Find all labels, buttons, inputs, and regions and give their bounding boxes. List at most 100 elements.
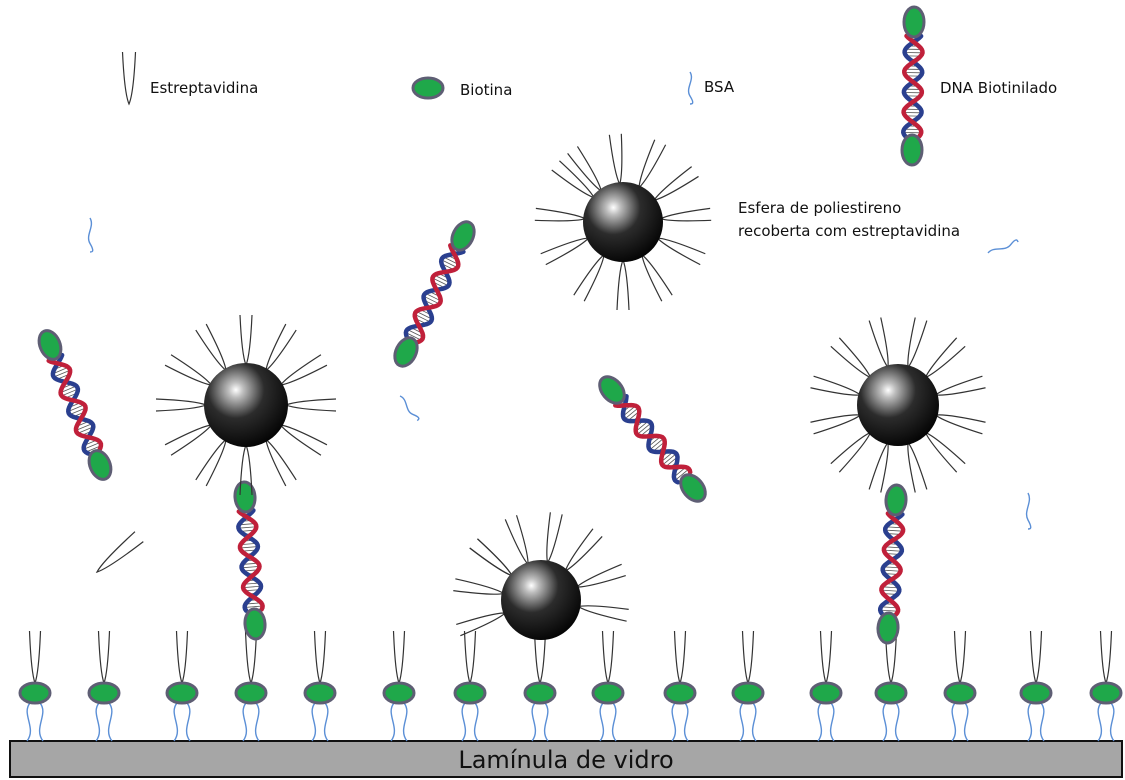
streptavidin-icon bbox=[165, 425, 211, 455]
streptavidin-icon bbox=[465, 631, 476, 683]
surface-layer bbox=[20, 631, 1121, 741]
bsa-linker bbox=[391, 703, 394, 741]
streptavidin-icon bbox=[541, 238, 589, 265]
streptavidin-icon bbox=[123, 52, 136, 104]
bead-sphere bbox=[204, 363, 288, 447]
bsa-linker bbox=[883, 703, 886, 741]
polystyrene-bead-icon bbox=[535, 134, 711, 310]
bead-sphere bbox=[857, 364, 939, 446]
streptavidin-icon bbox=[831, 433, 871, 473]
bsa-linker bbox=[174, 703, 177, 741]
streptavidin-icon bbox=[156, 399, 206, 411]
streptavidin-icon bbox=[453, 579, 503, 594]
streptavidin-icon bbox=[97, 532, 143, 572]
bead-label: Esfera de poliestireno recoberta com est… bbox=[738, 199, 960, 240]
biotin-icon bbox=[593, 683, 623, 703]
dna-base-pair bbox=[243, 586, 261, 587]
bsa-icon bbox=[689, 72, 693, 104]
legend-estreptavidina-label: Estreptavidina bbox=[150, 79, 258, 97]
streptavidin-icon bbox=[926, 433, 966, 473]
streptavidin-icon bbox=[177, 631, 188, 683]
streptavidin-icon bbox=[281, 355, 327, 385]
bsa-linker bbox=[545, 703, 548, 741]
bsa-icon bbox=[89, 218, 93, 252]
bsa-linker bbox=[952, 703, 955, 741]
biotin-icon bbox=[1021, 683, 1051, 703]
biotinylated-dna-icon bbox=[234, 481, 266, 639]
legend-biotina-label: Biotina bbox=[460, 81, 512, 99]
biotinylated-dna-icon bbox=[35, 327, 115, 482]
bsa-linker bbox=[40, 703, 43, 741]
glass-slide-label: Lamínula de vidro bbox=[458, 746, 673, 774]
polystyrene-bead-icon bbox=[156, 315, 336, 495]
bsa-linker bbox=[462, 703, 465, 741]
streptavidin-icon bbox=[240, 315, 252, 365]
streptavidin-icon bbox=[654, 167, 698, 201]
streptavidin-icon bbox=[578, 606, 628, 621]
bsa-linker bbox=[1028, 703, 1031, 741]
bsa-linker bbox=[896, 703, 899, 741]
streptavidin-icon bbox=[196, 324, 226, 370]
streptavidin-icon bbox=[565, 529, 602, 571]
biotin-icon bbox=[20, 683, 50, 703]
streptavidin-icon bbox=[869, 443, 888, 493]
streptavidin-icon bbox=[99, 631, 110, 683]
streptavidin-icon bbox=[266, 440, 296, 486]
biotin-icon bbox=[811, 683, 841, 703]
biotin-icon bbox=[89, 683, 119, 703]
biotin-icon bbox=[902, 135, 922, 165]
bead-label-line1: Esfera de poliestireno bbox=[738, 199, 901, 217]
streptavidin-icon bbox=[810, 376, 860, 395]
biotin-icon bbox=[236, 683, 266, 703]
streptavidin-icon bbox=[926, 338, 966, 378]
streptavidin-icon bbox=[1031, 631, 1042, 683]
polystyrene-bead-icon bbox=[453, 512, 628, 640]
streptavidin-icon bbox=[642, 255, 672, 301]
streptavidin-icon bbox=[568, 146, 602, 190]
streptavidin-icon bbox=[908, 443, 927, 493]
biotin-icon bbox=[244, 608, 266, 639]
bsa-linker bbox=[256, 703, 259, 741]
streptavidin-icon bbox=[908, 317, 927, 367]
polystyrene-bead-icon bbox=[810, 317, 985, 492]
streptavidin-icon bbox=[831, 338, 871, 378]
biotinylated-dna-icon bbox=[902, 7, 924, 165]
bsa-linker bbox=[1098, 703, 1101, 741]
bsa-linker bbox=[672, 703, 675, 741]
legend-dna-label: DNA Biotinilado bbox=[940, 79, 1057, 97]
bsa-linker bbox=[1111, 703, 1114, 741]
streptavidin-icon bbox=[617, 260, 629, 310]
biotin-icon bbox=[877, 612, 899, 643]
streptavidin-icon bbox=[936, 376, 986, 395]
bsa-linker bbox=[475, 703, 478, 741]
biotin-icon bbox=[413, 78, 443, 98]
dna-base-pair bbox=[240, 547, 258, 548]
streptavidin-icon bbox=[547, 512, 562, 562]
streptavidin-icon bbox=[869, 317, 888, 367]
bsa-linker bbox=[685, 703, 688, 741]
biotin-icon bbox=[945, 683, 975, 703]
dna-base-pair bbox=[881, 590, 899, 591]
legend: Estreptavidina Biotina BSA DNA Biotinila… bbox=[123, 7, 1058, 165]
bead-sphere bbox=[501, 560, 581, 640]
biotinylated-dna-icon bbox=[877, 484, 907, 643]
streptavidin-icon bbox=[603, 631, 614, 683]
streptavidin-icon bbox=[821, 631, 832, 683]
legend-bsa-label: BSA bbox=[704, 78, 735, 96]
streptavidin-icon bbox=[30, 631, 41, 683]
bsa-linker bbox=[96, 703, 99, 741]
bsa-linker bbox=[613, 703, 616, 741]
bead-sphere bbox=[583, 182, 663, 262]
streptavidin-icon bbox=[165, 355, 211, 385]
streptavidin-icon bbox=[1101, 631, 1112, 683]
streptavidin-icon bbox=[286, 399, 336, 411]
dna-base-pair bbox=[242, 566, 260, 567]
streptavidin-icon bbox=[470, 539, 512, 576]
streptavidin-icon bbox=[266, 324, 296, 370]
biotin-icon bbox=[876, 683, 906, 703]
bsa-linker bbox=[600, 703, 603, 741]
dna-layer bbox=[35, 218, 907, 643]
biotin-icon bbox=[167, 683, 197, 703]
streptavidin-icon bbox=[196, 440, 226, 486]
